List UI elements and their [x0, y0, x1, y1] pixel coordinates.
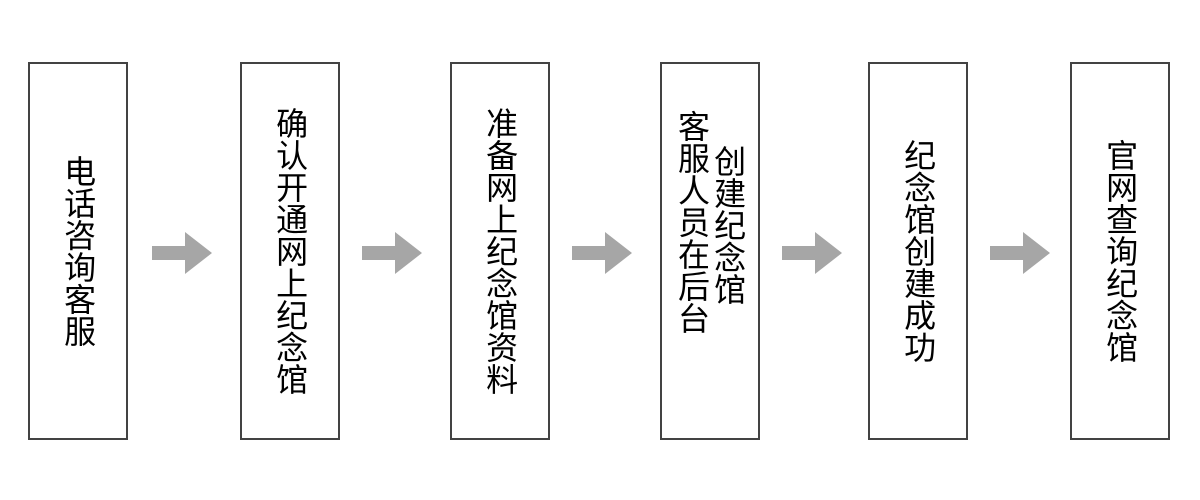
flow-node-3[interactable]: 准备网上纪念馆资料: [450, 62, 550, 440]
flow-node-5[interactable]: 纪念馆创建成功: [868, 62, 968, 440]
flow-node-4-label-column-2: 客服人员在后台: [673, 110, 711, 334]
flow-node-3-label: 准备网上纪念馆资料: [481, 107, 520, 395]
flow-node-6-label: 官网查询纪念馆: [1101, 139, 1140, 363]
flow-node-5-label: 纪念馆创建成功: [899, 139, 938, 363]
arrow-right-icon-4: [782, 232, 842, 274]
flow-node-6[interactable]: 官网查询纪念馆: [1070, 62, 1170, 440]
flow-node-2-label: 确认开通网上纪念馆: [271, 107, 310, 395]
flow-node-4[interactable]: 创建纪念馆 客服人员在后台: [660, 62, 760, 440]
flow-node-2[interactable]: 确认开通网上纪念馆: [240, 62, 340, 440]
arrow-right-icon-3: [572, 232, 632, 274]
arrow-right-icon-1: [152, 232, 212, 274]
flow-node-4-label-column-1: 创建纪念馆: [709, 145, 748, 305]
arrow-right-icon-5: [990, 232, 1050, 274]
flow-node-1-label: 电话咨询客服: [59, 155, 98, 347]
flow-node-1[interactable]: 电话咨询客服: [28, 62, 128, 440]
arrow-right-icon-2: [362, 232, 422, 274]
